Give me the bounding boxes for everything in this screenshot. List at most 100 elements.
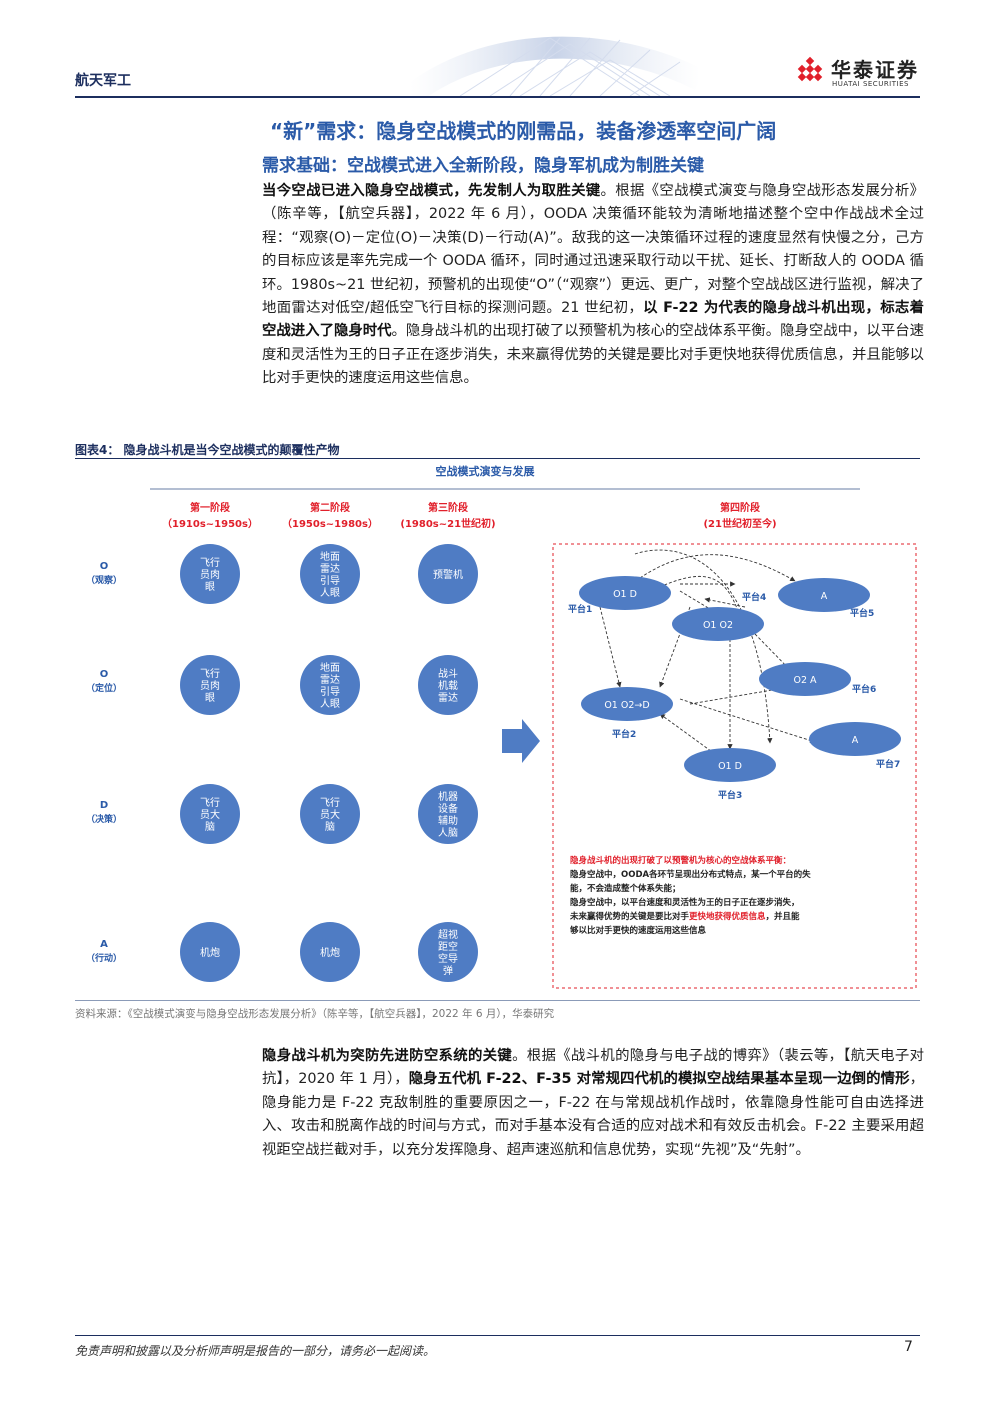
paragraph-1-highlight: 以 F-22 为代表的隐身战斗机出现，标志着空战进入了隐身时代 [262,300,924,340]
row-2-label: （定位） [86,682,122,694]
stage-2-period: （1950s~1980s） [282,517,378,530]
stage-cell: 机炮 [300,922,360,982]
stage-2-name: 第二阶段 [310,501,350,514]
network-node-shape [684,748,776,782]
stage-cell-text: 机炮 [200,946,220,959]
stage-cell-text: 飞行员大脑 [320,796,340,833]
stage-cell-text: 地面雷达引导人眼 [320,550,340,599]
row-2-code: O [100,669,109,680]
paragraph-2-highlight: 隐身五代机 F-22、F-35 对常规四代机的模拟空战结果基本呈现一边倒的情形 [408,1071,910,1088]
stage-4-name: 第四阶段 [720,501,760,514]
stage-cell-circle [300,922,360,982]
header-decoration [403,36,705,96]
network-node-platform: 平台2 [612,728,636,740]
paragraph-1: 当今空战已进入隐身空战模式，先发制人为取胜关键。根据《空战模式演变与隐身空战形态… [262,180,924,391]
stage-cell: 预警机 [418,544,478,604]
stage-3-period: (1980s~21世纪初) [400,517,495,530]
network-node: O1 O2 平台4 [672,591,766,641]
stage-cell-text: 预警机 [433,568,463,581]
stage-1-name: 第一阶段 [190,501,230,514]
network-node-shape [809,722,901,756]
stage-cell: 地面雷达引导人眼 [300,544,360,604]
note-line-5c: ，并且能 [766,911,801,922]
paragraph-1-text-b: 。隐身战斗机的出现打破了以预警机为核心的空战体系平衡。隐身空战中，以平台速度和灵… [262,323,924,387]
stage-cell-circle [418,922,478,982]
page-number: 7 [904,1339,913,1355]
paragraph-1-text-a: 。根据《空战模式演变与隐身空战形态发展分析》（陈辛等，【航空兵器】，2022 年… [262,183,924,317]
stage-cell: 飞行员大脑 [180,784,240,844]
chart-title: 空战模式演变与发展 [436,464,536,478]
network-node-text: O1 D [613,589,637,600]
stage-headers: 第一阶段 （1910s~1950s） 第二阶段 （1950s~1980s） 第三… [162,501,777,530]
network-node-shape [579,576,671,610]
huatai-logo-icon [797,56,823,82]
network-node-text: O1 D [718,761,742,772]
stage-circle-grid: 飞行员肉眼地面雷达引导人眼预警机飞行员肉眼地面雷达引导人眼战斗机载雷达飞行员大脑… [180,544,478,982]
stage-cell-text: 飞行员肉眼 [200,667,220,704]
row-3-code: D [100,800,108,811]
stage-cell: 超视距空空导弹 [418,922,478,982]
note-line-5: 未来赢得优势的关键是要比对手更快地获得优质信息，并且能 [569,911,800,922]
stage-cell: 地面雷达引导人眼 [300,655,360,715]
network-node: O1 D 平台1 [568,576,671,615]
header-rule [75,96,920,98]
figure-rule-bottom [75,1000,920,1001]
stage-cell: 飞行员大脑 [300,784,360,844]
network-node-platform: 平台6 [852,683,876,695]
footer-disclaimer: 免责声明和披露以及分析师声明是报告的一部分，请务必一起阅读。 [75,1344,436,1358]
network-node-shape [581,687,673,721]
network-node-platform: 平台5 [850,607,874,619]
stage-cell-circle [180,784,240,844]
row-1-label: （观察） [86,574,122,586]
note-line-5a: 未来赢得优势的关键是要比对手 [569,911,690,922]
stage-cell: 机炮 [180,922,240,982]
note-line-5-highlight: 更快地获得优质信息 [689,911,766,922]
network-node-text: O2 A [793,675,817,686]
logo-chinese: 华泰证券 [831,58,919,82]
stage-cell-text: 机炮 [320,946,340,959]
stage-cell-text: 机器设备辅助人脑 [438,790,458,839]
section-subtitle: 需求基础：空战模式进入全新阶段，隐身军机成为制胜关键 [262,156,704,176]
stage-cell-circle [300,655,360,715]
section-title: “新”需求：隐身空战模式的刚需品，装备渗透率空间广阔 [270,119,777,143]
stage-1-period: （1910s~1950s） [162,517,258,530]
note-line-3: 能，不会造成整个体系失能； [570,883,681,894]
stage-cell-circle [180,655,240,715]
network-node-platform: 平台4 [742,591,766,603]
stage-cell: 机器设备辅助人脑 [418,784,478,844]
stage-cell-text: 飞行员肉眼 [200,556,220,593]
row-3-label: （决策） [86,813,122,825]
stage-4-period: (21世纪初至今) [703,517,776,530]
footer-rule [75,1335,920,1336]
stage-4-box [552,543,917,989]
stage-cell-circle [300,544,360,604]
network-node-platform: 平台1 [568,603,592,615]
section-label: 航天军工 [75,73,131,89]
note-line-1: 隐身战斗机的出现打破了以预警机为核心的空战体系平衡： [570,855,791,866]
stage-cell-circle [180,922,240,982]
network-node-text: O1 O2→D [604,700,649,711]
figure-title: 图表4： 隐身战斗机是当今空战模式的颠覆性产物 [75,443,340,457]
stage-cell-circle [418,544,478,604]
row-4-code: A [100,939,108,950]
network-node-platform: 平台3 [718,789,742,801]
figure-rule-top [75,458,920,459]
network-node-text: A [852,735,859,746]
row-4-label: （行动） [86,952,122,964]
air-combat-evolution-diagram: 空战模式演变与发展 第一阶段 （1910s~1950s） 第二阶段 （1950s… [86,464,917,989]
network-node: O2 A 平台6 [759,662,876,696]
network-node-text: O1 O2 [703,620,733,631]
paragraph-1-lead: 当今空战已进入隐身空战模式，先发制人为取胜关键 [262,183,601,199]
stage-cell-circle [300,784,360,844]
paragraph-2-text-a: 。根据《战斗机的隐身与电子战的博弈》（裴云等，【航天电子对抗】，2020 年 1… [262,1048,924,1088]
huatai-logo: 华泰证券 HUATAI SECURITIES [795,56,935,92]
stage-cell: 飞行员肉眼 [180,544,240,604]
stage-3-name: 第三阶段 [428,501,468,514]
network-node-text: A [821,591,828,602]
stage-cell-circle [418,784,478,844]
row-1-code: O [100,561,109,572]
stage-cell-text: 超视距空空导弹 [438,928,458,977]
network-node: O1 D 平台3 [684,748,776,801]
transition-arrow-icon [502,719,540,763]
